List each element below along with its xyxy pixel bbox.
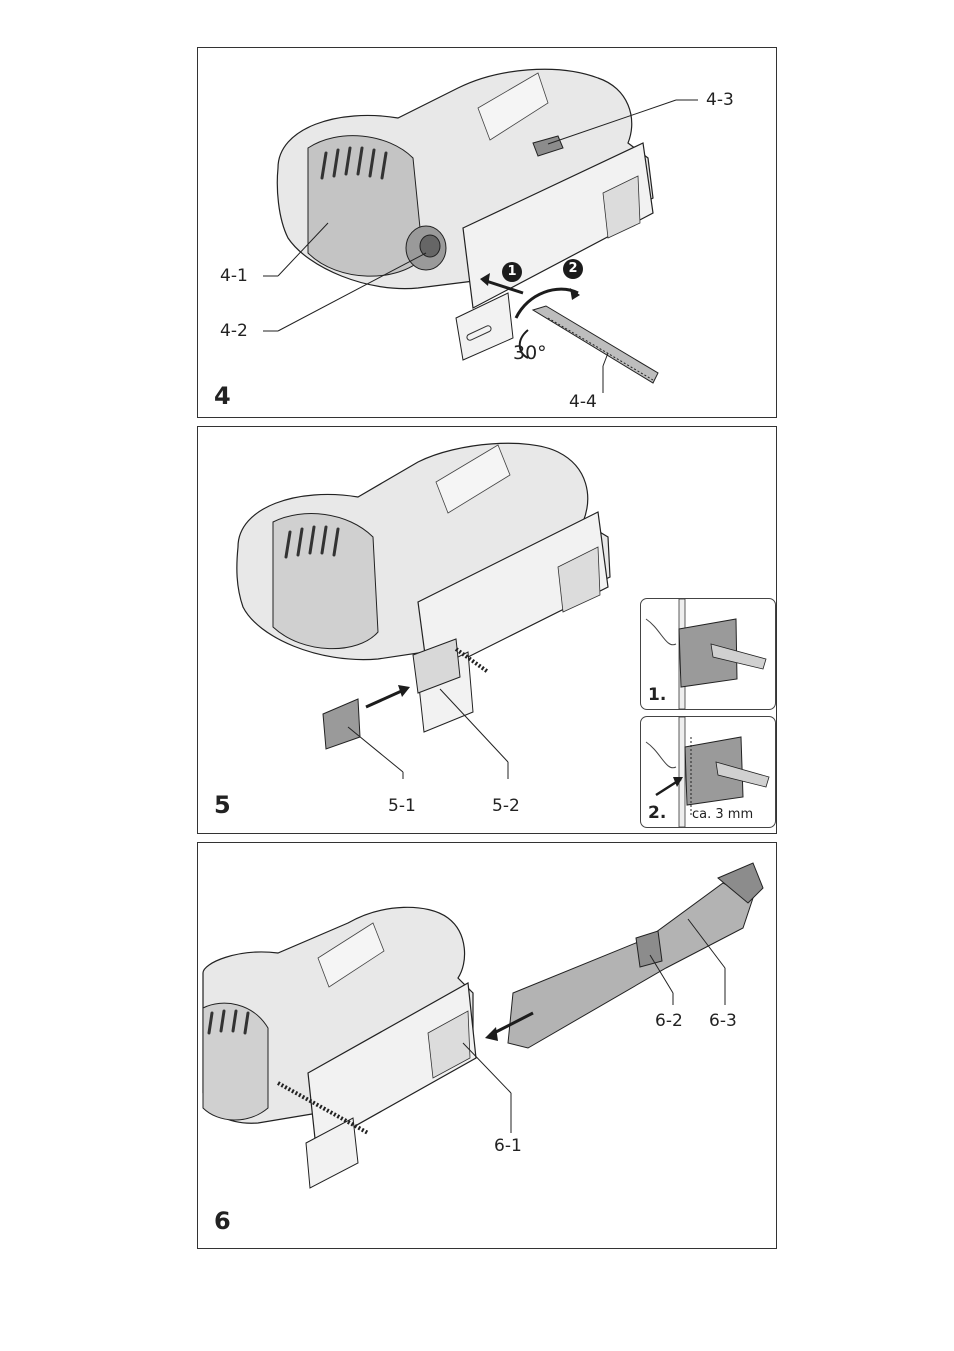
- figure-6-panel: 6-1 6-2 6-3 6: [197, 842, 777, 1249]
- figure-4-number: 4: [214, 382, 231, 410]
- lower-guide: [305, 1117, 359, 1189]
- figure-4-panel: 4-1 4-2 4-3 4-4 1 2 30° 4: [197, 47, 777, 418]
- inset-step-2: 2. ca. 3 mm: [640, 716, 776, 828]
- leader-lines: [347, 688, 509, 779]
- latch: [635, 930, 663, 968]
- vent-slots: [284, 525, 340, 559]
- inset-step-1: 1.: [640, 598, 776, 710]
- inset-2-dimension: ca. 3 mm: [692, 807, 754, 822]
- callout-6-2: 6-2: [655, 1011, 683, 1031]
- motor-housing: [202, 1002, 269, 1121]
- callout-6-3: 6-3: [709, 1011, 737, 1031]
- figure-5-panel: 5-1 5-2 5 1. 2. ca. 3 mm: [197, 426, 777, 834]
- callout-5-2: 5-2: [492, 796, 520, 816]
- inset-1-illustration: [645, 599, 767, 709]
- callout-4-4: 4-4: [569, 392, 597, 412]
- callout-4-3: 4-3: [706, 90, 734, 110]
- vent-slots: [320, 146, 388, 180]
- splinter-guard-installed: [412, 638, 461, 694]
- lower-guide: [455, 292, 514, 361]
- brand-plate: [435, 444, 511, 514]
- brand-plate: [317, 922, 385, 988]
- figure-5-number: 5: [214, 791, 231, 819]
- attach-arrow: [489, 1011, 534, 1037]
- angle-label: 30°: [513, 342, 547, 364]
- jigsaw-body: [202, 906, 474, 1124]
- saw-blade: [531, 305, 659, 384]
- step-1-badge: 1: [502, 262, 522, 282]
- insert-arrow: [365, 687, 407, 709]
- inset-2-illustration: [645, 717, 770, 827]
- figure-6-illustration: [202, 862, 764, 1189]
- inset-1-step: 1.: [648, 685, 667, 705]
- figure-5-illustration: [236, 442, 611, 779]
- step-2-badge: 2: [563, 259, 583, 279]
- figure-6-number: 6: [214, 1207, 231, 1235]
- callout-4-1: 4-1: [220, 266, 248, 286]
- insert-arrow: [482, 278, 524, 295]
- callout-4-2: 4-2: [220, 321, 248, 341]
- splinter-guard-insert: [322, 698, 361, 750]
- figure-4-illustration: [263, 68, 698, 393]
- callout-5-1: 5-1: [388, 796, 416, 816]
- vent-slots: [207, 1009, 250, 1035]
- callout-6-1: 6-1: [494, 1136, 522, 1156]
- leader-lines: [263, 99, 698, 393]
- inset-2-step: 2.: [648, 803, 667, 823]
- base-plate: [307, 982, 477, 1149]
- leader-lines: [462, 918, 726, 1133]
- brand-plate: [477, 72, 549, 141]
